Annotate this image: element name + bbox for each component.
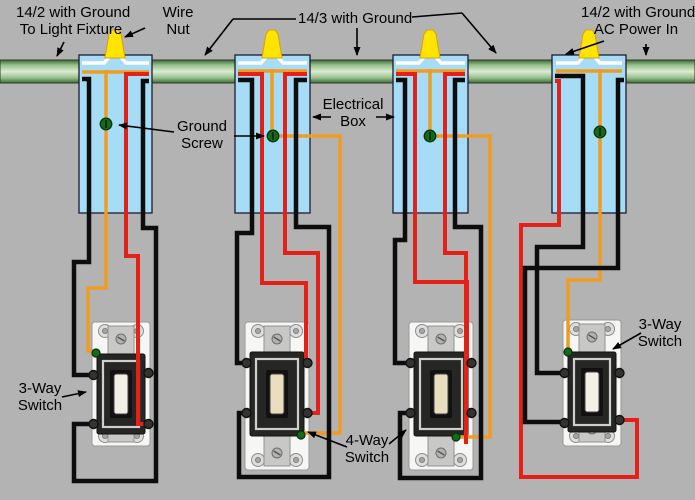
- terminal-screw: [241, 407, 252, 419]
- terminal-screw: [559, 417, 570, 429]
- wire-black-26: [397, 77, 484, 481]
- label-cable-ac-power: 14/2 with Ground AC Power In: [581, 4, 695, 38]
- label-electrical-box: Electrical Box: [322, 96, 384, 130]
- annotation-arrow: [461, 12, 497, 54]
- label-line: 4-Way: [345, 432, 389, 449]
- annotation-arrow: [204, 18, 234, 56]
- label-ground-screw: Ground Screw: [176, 118, 228, 152]
- label-4way-switch: 4-Way Switch: [341, 432, 393, 466]
- wire-black-21: [71, 76, 92, 378]
- leader-line: [411, 12, 463, 18]
- annotation-arrow: [565, 40, 605, 55]
- wire-black-24: [236, 77, 332, 480]
- label-line: Nut: [166, 21, 190, 38]
- terminal-screw: [466, 407, 477, 419]
- electrical-box-4: [551, 54, 627, 214]
- switch-ground-screw: [451, 432, 461, 442]
- annotation-arrow: [307, 431, 348, 448]
- terminal-screw: [405, 407, 416, 419]
- wire-nut-icon-4: [578, 29, 600, 59]
- terminal-screw: [559, 367, 570, 379]
- wire-red-20: [519, 79, 639, 479]
- label-line: To Light Fixture: [19, 21, 123, 38]
- switch-ground-screw: [91, 348, 101, 358]
- label-line: AC Power In: [593, 21, 679, 38]
- wire-red-14: [124, 72, 150, 426]
- switch-3way-2: [562, 319, 622, 447]
- terminal-screw: [88, 369, 99, 381]
- wire-black-23: [234, 77, 255, 366]
- terminal-screw: [241, 357, 252, 369]
- terminal-screw: [614, 414, 625, 426]
- label-line: Box: [340, 113, 366, 130]
- label-wire-nut: Wire Nut: [161, 4, 195, 38]
- label-line: Switch: [637, 333, 683, 350]
- wire-orange-11: [432, 134, 492, 439]
- wire-orange-5: [86, 70, 108, 353]
- switch-4way-2: [408, 321, 474, 471]
- switch-ground-screw: [563, 347, 573, 357]
- annotation-arrow: [124, 27, 146, 38]
- label-line: Electrical: [322, 96, 384, 113]
- switch-ground-screw: [296, 430, 306, 440]
- label-line: Screw: [181, 135, 223, 152]
- terminal-screw: [88, 418, 99, 430]
- terminal-screw: [143, 418, 154, 430]
- label-line: Switch: [17, 397, 63, 414]
- wire-red-16: [283, 72, 320, 415]
- label-line: Ground: [176, 118, 228, 135]
- terminal-screw: [302, 357, 313, 369]
- switch-3way-1: [91, 321, 151, 447]
- annotation-arrow: [118, 122, 175, 133]
- annotation-arrow: [56, 41, 65, 57]
- wire-nut-icon-1: [104, 29, 126, 59]
- label-line: 3-Way: [638, 316, 682, 333]
- wire-nut-icon-2: [261, 29, 283, 59]
- label-cable-14-3: 14/3 with Ground: [298, 10, 413, 27]
- terminal-screw: [466, 357, 477, 369]
- label-line: 14/3 with Ground: [298, 10, 413, 27]
- wire-red-18: [443, 72, 468, 444]
- annotation-arrow: [61, 390, 87, 398]
- label-cable-to-fixture: 14/2 with Ground To Light Fixture: [16, 4, 131, 38]
- cable-run: [0, 59, 695, 84]
- wire-black-25: [392, 77, 408, 366]
- wire-orange-13: [566, 69, 602, 349]
- label-3way-switch-right: 3-Way Switch: [636, 316, 684, 350]
- wire-black-28: [522, 77, 624, 425]
- terminal-screw: [614, 367, 625, 379]
- wire-nut-icon-3: [419, 29, 441, 59]
- wire-orange-8: [274, 134, 342, 435]
- terminal-screw: [405, 357, 416, 369]
- annotation-arrow: [612, 332, 642, 350]
- terminal-screw: [302, 407, 313, 419]
- label-3way-switch-left: 3-Way Switch: [17, 380, 63, 414]
- switch-4way-1: [244, 321, 310, 471]
- label-line: Switch: [344, 449, 390, 466]
- label-line: Wire: [162, 4, 194, 21]
- label-line: 14/2 with Ground: [16, 4, 131, 21]
- label-line: 14/2 with Ground: [581, 4, 695, 21]
- wire-black-27: [534, 73, 586, 376]
- wire-black-22: [71, 78, 159, 484]
- label-line: 3-Way: [18, 380, 62, 397]
- annotation-arrow: [388, 429, 407, 445]
- terminal-screw: [143, 367, 154, 379]
